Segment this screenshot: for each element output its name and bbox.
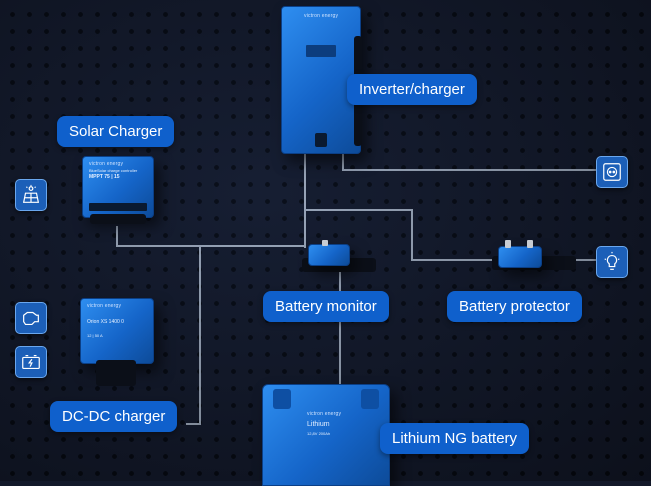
inverter-brand: victron energy [304,13,339,19]
inverter-display [306,45,336,57]
protector-terminal-right [527,240,533,248]
solar-charger-device: victron energy BlueSolar charge controll… [82,156,154,218]
solar-brand: victron energy [89,161,124,167]
dcdc-model: Orion XS 1400 0 [87,319,124,325]
solar-base [90,214,146,224]
dcdc-spec: 12 | 50 A [87,333,103,338]
dcdc-brand: victron energy [87,303,122,309]
dcdc-base [96,360,136,386]
dcdc-charger-device: victron energy Orion XS 1400 0 12 | 50 A [80,298,154,364]
wire-dcdc [186,246,201,425]
label-inverter-charger: Inverter/charger [347,74,477,105]
solar-line: BlueSolar charge controller [89,168,138,173]
battery-icon [15,346,47,378]
battery-spec: 12,8V 200Ah [307,431,331,436]
protector-terminal-left [505,240,511,248]
battery-model: Lithium [307,421,330,428]
solar-panel-icon [15,179,47,211]
battery-handle-left [273,389,291,409]
battery-monitor-device [308,244,350,266]
engine-icon [15,302,47,334]
label-battery-protector: Battery protector [447,291,582,322]
label-battery-monitor: Battery monitor [263,291,389,322]
battery-handle-right [361,389,379,409]
monitor-terminal [322,240,328,246]
lithium-battery-device: victron energy Lithium 12,8V 200Ah [262,384,390,486]
label-dc-dc-charger: DC-DC charger [50,401,178,432]
power-outlet-icon [596,156,628,188]
label-lithium-battery: Lithium NG battery [380,423,530,454]
solar-terminals [89,203,147,211]
wire-inverter-outlet [342,152,596,171]
inverter-charger-device: victron energy [281,6,361,154]
inverter-cable-gland [315,133,327,147]
light-bulb-icon [596,246,628,278]
wire-to-protector [305,209,500,261]
label-solar-charger: Solar Charger [57,116,175,147]
wire-solar [116,226,305,247]
battery-brand: victron energy [307,411,342,417]
battery-protector-device [498,246,542,268]
solar-model: MPPT 75 | 15 [89,174,120,180]
